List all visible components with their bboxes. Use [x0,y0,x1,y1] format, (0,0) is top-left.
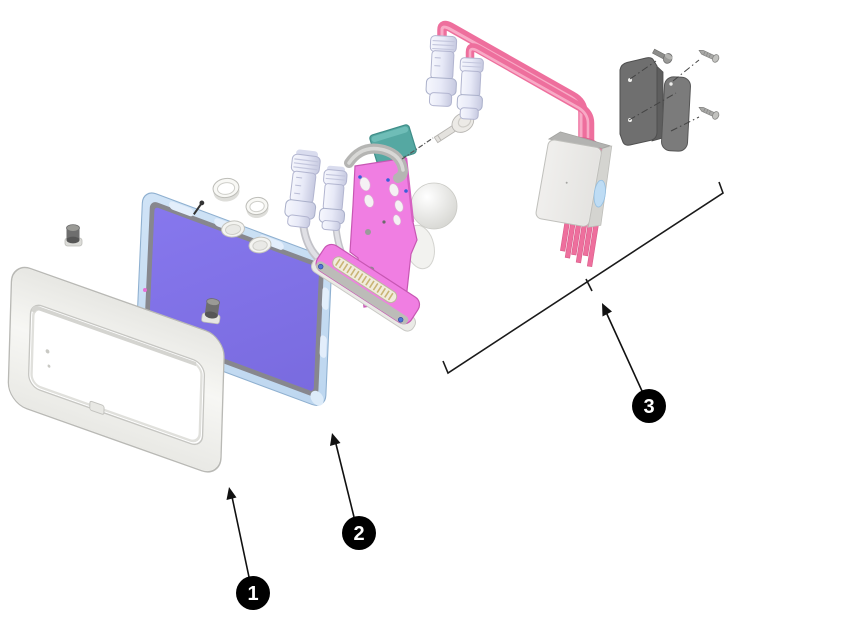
box-label-window [593,179,606,208]
sealing-ring-1 [212,177,240,202]
dock-connector-bar [310,243,421,332]
callout-3: 3 [602,303,666,423]
plug-body [460,70,482,97]
plate-dot [382,220,386,224]
screw-long-2 [698,107,720,120]
handle-bar [344,143,409,183]
sealing-ring-4 [248,236,272,254]
key-axis-line [401,137,434,160]
mount-plate-screws [358,175,408,193]
box-front-shade [537,141,601,226]
corner-bumper [310,390,324,406]
plug-tail [287,214,311,229]
callout-1: 1 [226,487,270,610]
plug-tail [321,220,341,232]
ring-hole [249,200,265,213]
frame-hole-2 [47,364,51,368]
plug-body [289,170,317,204]
tablet-side-dot [143,288,147,292]
sealing-ring-2 [245,196,269,219]
callout-1-badge [236,576,270,610]
sealing-ring-3 [221,220,245,238]
tablet-top-screw-icon [193,200,205,215]
callout-2-badge [342,516,376,550]
thumbscrew-knob-1 [64,224,83,247]
pink-cable-b [465,43,595,148]
callout-3-arrow-line [605,311,643,392]
side-bumper-2 [319,335,327,358]
mount-plate-holes [359,176,404,226]
callout-3-badge [632,389,666,423]
ball-sphere [410,182,458,230]
plug-tail [428,92,453,107]
bracket-right-plate [661,76,691,152]
bezel-inner-top-shade [31,306,197,367]
junction-box [535,131,613,228]
plug-body [322,183,345,212]
bezel-frame-opening [28,304,206,446]
cable-connector-b [456,57,484,120]
side-bumper-1 [321,287,330,310]
callout-1-arrowhead [226,487,237,500]
frame-clip-tab [89,400,105,415]
screw-short [652,48,673,64]
dock-pins [335,258,394,301]
ring-hole [225,224,242,235]
bracket-hole-1 [628,78,632,82]
plug-tail [459,107,479,120]
callout-1-arrow-line [230,491,250,578]
dock-screw-left [318,263,324,270]
frame-hole-1 [45,349,50,354]
assembly-axis-lines [628,59,700,132]
bracket-hole-3 [669,82,673,86]
callout-2-arrow-line [334,439,355,518]
callout-2: 2 [330,433,376,550]
dock-screw-right [397,317,404,323]
sealing-rings [212,177,272,254]
plate-hole-gray-1 [365,229,371,235]
ring-hole [252,240,268,251]
bracket-left-plate [619,57,658,146]
top-bumper-1 [169,201,194,217]
box-dot [565,181,568,184]
dock-gray-band [315,261,409,325]
plug-body [430,50,455,80]
key-notch [437,134,442,141]
connector-plug-small [318,165,348,232]
callout-2-arrowhead [330,433,341,446]
group-bracket-line [442,181,724,375]
part-front-bezel-frame [7,266,225,473]
thumbscrew-knob-2 [201,298,221,325]
screw-long-1 [698,50,720,63]
callout-3-arrowhead [602,303,612,317]
connector-plug-large [284,149,321,229]
ring-hole [217,182,236,195]
cable-connector-a [425,35,458,107]
wall-bracket [619,57,691,152]
